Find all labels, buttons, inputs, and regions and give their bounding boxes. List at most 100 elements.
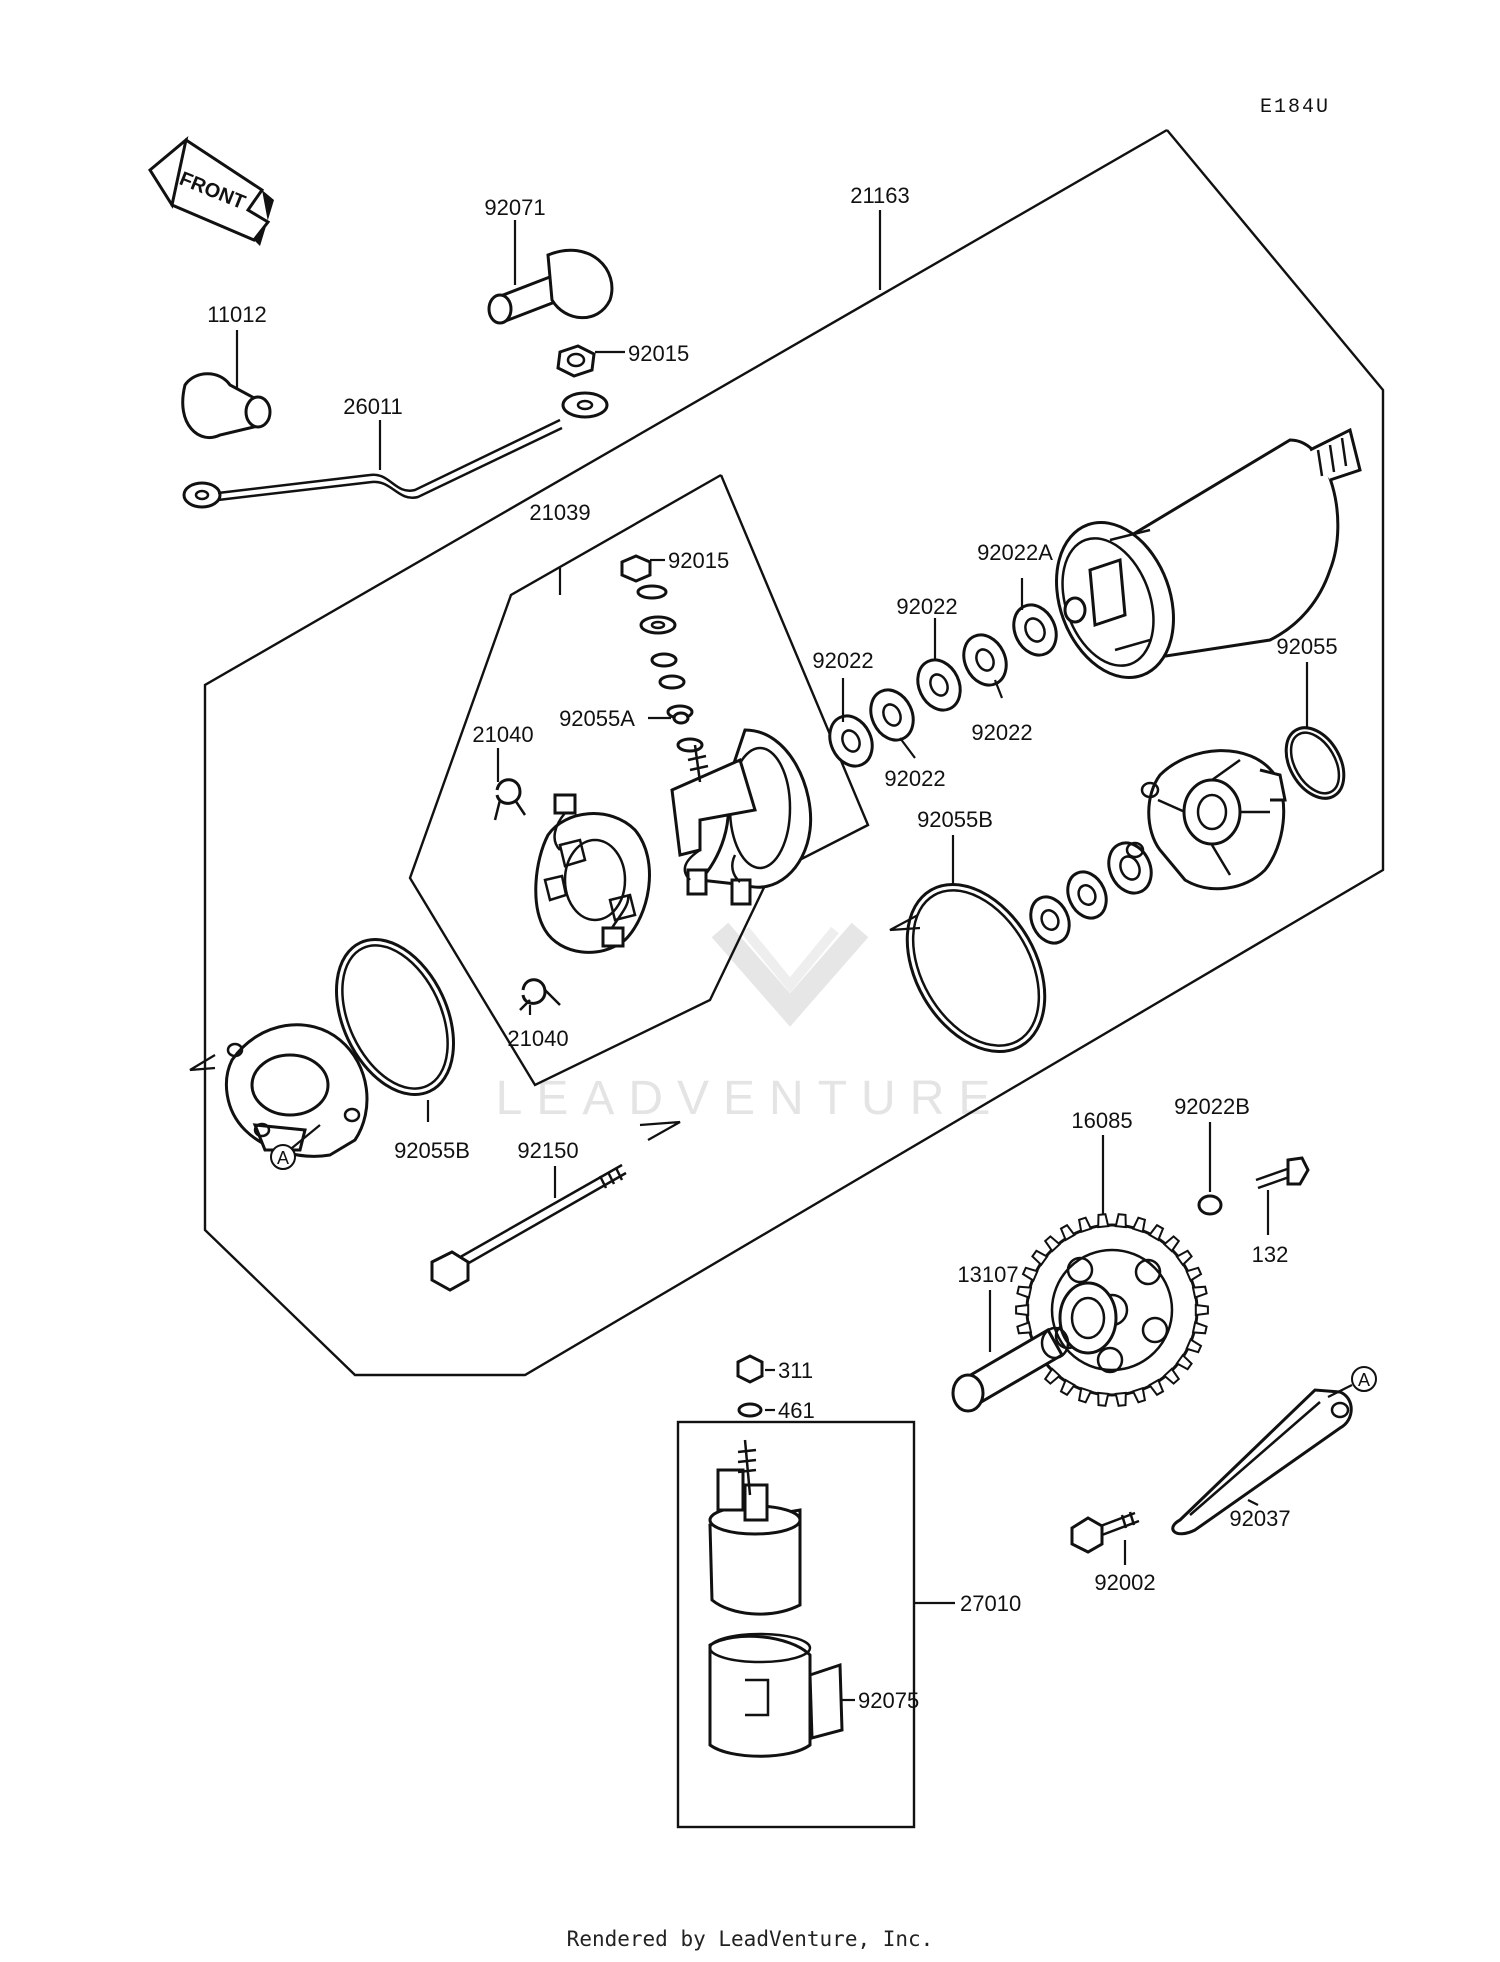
gear-tooth [1175,1249,1193,1267]
part-label-92022-right: 92022 [971,720,1032,745]
leader-lines [235,210,1309,1702]
gear-tooth [1016,1285,1033,1299]
gear-tooth [1097,1391,1110,1407]
part-label-461: 461 [778,1398,815,1423]
part-label-21040-bottom: 21040 [507,1026,568,1051]
gear-tooth [1043,1235,1062,1253]
gear-tooth [1131,1386,1147,1404]
gear-tooth [1191,1321,1208,1335]
reference-mark-a-right-label: A [1358,1370,1370,1390]
gear-tooth [1131,1216,1147,1234]
through-bolt-92150 [430,1163,627,1292]
gear-tooth [1015,1303,1030,1317]
bolt-92002 [1070,1511,1140,1554]
part-label-16085: 16085 [1071,1108,1132,1133]
gear-tooth [1077,1386,1093,1404]
spring-21040-top [493,778,527,821]
part-label-92022-lower: 92022 [884,766,945,791]
part-label-132: 132 [1252,1242,1289,1267]
reference-mark-a-left-label: A [277,1148,289,1168]
part-labels: 21163 92071 92015 11012 26011 21039 9201… [207,183,1337,1713]
gear-tooth [1059,1223,1076,1242]
watermark-text: LEADVENTURE [496,1072,1005,1125]
gear-tooth [1148,1378,1165,1397]
terminal-cap-11012 [181,372,272,439]
nut-92015-top [556,344,596,378]
washers-92022 [828,603,1153,945]
part-label-92055A: 92055A [559,706,635,731]
footer-credit: Rendered by LeadVenture, Inc. [567,1927,934,1951]
watermark: LEADVENTURE [496,922,1005,1125]
alignment-mark-right [889,914,921,932]
front-arrow-icon: FRONT [148,136,274,246]
part-label-92075: 92075 [858,1688,919,1713]
gear-tooth [1114,1391,1127,1407]
alignment-mark-center [639,1120,681,1141]
nut-311 [736,1354,764,1384]
gear-tooth [1191,1285,1208,1299]
gear-tooth [1021,1266,1039,1282]
lead-wire-26011 [182,391,609,509]
part-label-21163: 21163 [850,183,910,208]
terminal-cap-92071 [487,248,614,325]
brush-holder [534,793,651,954]
lock-washer-461 [737,1402,763,1418]
gear-tooth [1162,1235,1181,1253]
part-label-13107: 13107 [957,1262,1018,1287]
brush-kit-frame [408,473,870,1087]
part-label-21039: 21039 [529,500,590,525]
reference-mark-a-right: A [1327,1366,1377,1398]
bolt-132 [1255,1156,1310,1190]
diagram-code: E184U [1260,96,1330,119]
part-label-92002: 92002 [1094,1570,1155,1595]
idle-gear-16085 [1015,1213,1209,1407]
part-label-92022-left: 92022 [812,648,873,673]
rear-cover [224,1023,369,1158]
gear-tooth [1016,1321,1033,1335]
gear-tooth [1175,1353,1193,1371]
gear-tooth [1185,1338,1203,1354]
alignment-mark-left [189,1054,216,1072]
boot-92075 [708,1632,844,1758]
part-label-21040-top: 21040 [472,722,533,747]
starter-motor-body [1055,427,1362,679]
part-label-92037: 92037 [1229,1506,1290,1531]
stay-92037 [1171,1388,1353,1536]
gear-tooth [1148,1223,1165,1242]
gear-tooth [1185,1266,1203,1282]
o-ring-92055 [1284,726,1346,800]
gear-tooth [1043,1367,1062,1385]
solenoid-27010 [708,1439,802,1616]
gear-tooth [1077,1216,1093,1234]
shaft-13107 [951,1326,1070,1413]
gear-tooth [1162,1367,1181,1385]
part-label-92055B-right: 92055B [917,807,993,832]
washer-92022B [1197,1194,1223,1216]
part-label-311: 311 [778,1358,813,1383]
solenoid-frame [676,1420,916,1829]
reference-mark-a-left: A [270,1124,321,1170]
o-ring-92055B-right [905,882,1047,1054]
part-label-92022-upper: 92022 [896,594,957,619]
o-ring-92055A [672,711,690,725]
gear-tooth [1059,1378,1076,1397]
part-label-27010: 27010 [960,1591,1021,1616]
gear-tooth [1097,1213,1110,1229]
part-label-92055: 92055 [1276,634,1337,659]
spring-21040-bottom [519,978,561,1011]
brush-plate [670,728,813,906]
part-label-92150: 92150 [517,1138,578,1163]
part-label-92055B-left: 92055B [394,1138,470,1163]
part-label-92015-top: 92015 [628,341,689,366]
part-label-92071: 92071 [484,195,545,220]
part-label-26011: 26011 [343,394,403,419]
starter-assembly-frame [203,128,1385,1377]
front-cover [1125,749,1287,891]
part-label-92022A: 92022A [977,540,1053,565]
part-label-11012: 11012 [207,302,267,327]
gear-tooth [1194,1303,1209,1317]
part-label-92022B: 92022B [1174,1094,1250,1119]
gear-tooth [1031,1249,1049,1267]
gear-tooth [1114,1213,1127,1229]
